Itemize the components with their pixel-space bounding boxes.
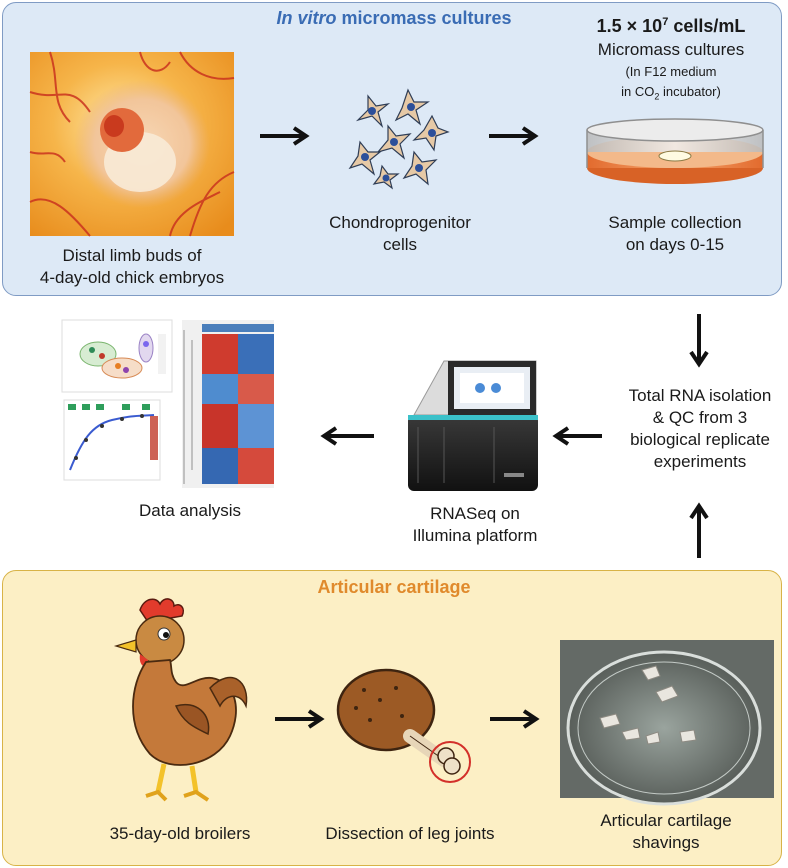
- articular-cartilage-panel-title: Articular cartilage: [317, 577, 471, 597]
- medium-note: (In F12 medium in CO2 incubator): [621, 64, 721, 102]
- chondroprogenitor-cells-icon: [348, 88, 450, 190]
- arrow-left-icon: [320, 426, 374, 446]
- arrow-right-icon: [490, 709, 540, 729]
- data-analysis-thumbnail: [61, 319, 274, 488]
- embryo-caption: Distal limb buds of 4-day-old chick embr…: [39, 246, 225, 287]
- chicken-icon: [113, 598, 248, 802]
- arrow-right-icon: [275, 709, 325, 729]
- cells-caption: Chondroprogenitor cells: [329, 213, 471, 254]
- arrow-left-icon: [552, 426, 602, 446]
- data-analysis-caption: Data analysis: [138, 501, 242, 520]
- cell-density-label: 1.5 × 107 cells/mL: [596, 16, 746, 36]
- rnaseq-caption: RNASeq on Illumina platform: [412, 504, 538, 545]
- sample-collection-caption: Sample collection on days 0-15: [608, 213, 742, 254]
- micromass-cultures-label: Micromass cultures: [597, 40, 745, 59]
- petri-dish-icon: [586, 118, 764, 184]
- in-vitro-panel-title: In vitro micromass cultures: [276, 8, 512, 28]
- broiler-caption: 35-day-old broilers: [109, 824, 251, 843]
- arrow-up-icon: [689, 502, 709, 558]
- cartilage-shavings-photo: [560, 640, 774, 806]
- drumstick-icon: [336, 668, 471, 783]
- embryo-photo: [29, 51, 235, 237]
- sequencer-icon: [408, 360, 538, 491]
- arrow-right-icon: [489, 126, 539, 146]
- shavings-caption: Articular cartilage shavings: [600, 811, 732, 852]
- rna-isolation-caption: Total RNA isolation & QC from 3 biologic…: [628, 386, 772, 471]
- arrow-down-icon: [689, 314, 709, 368]
- dissection-caption: Dissection of leg joints: [325, 824, 495, 843]
- arrow-right-icon: [260, 126, 310, 146]
